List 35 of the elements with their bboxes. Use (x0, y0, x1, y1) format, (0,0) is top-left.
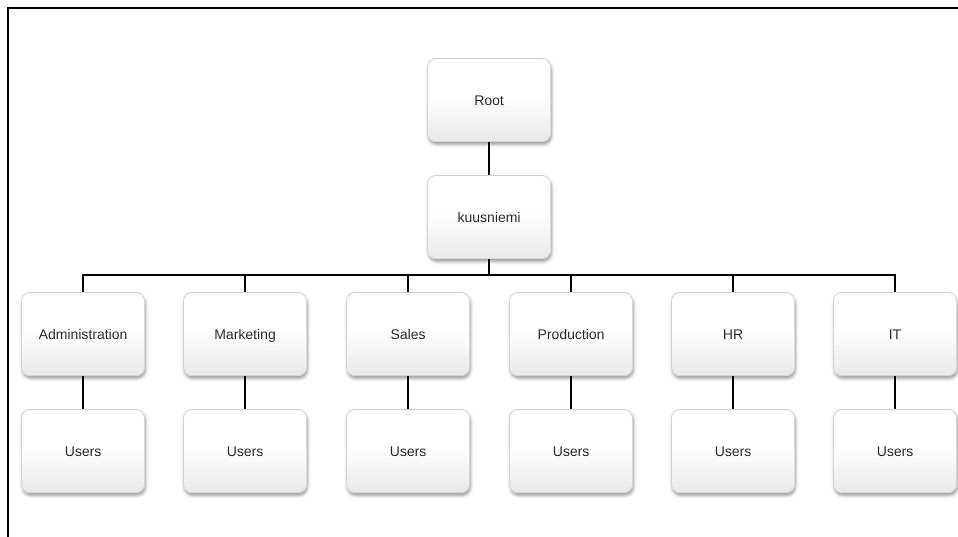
connector-line (82, 376, 84, 409)
box-label: Users (226, 443, 264, 459)
org-box (21, 409, 145, 493)
org-box (183, 292, 307, 376)
connector-line (488, 142, 490, 175)
org-box (21, 292, 145, 376)
org-box (427, 58, 551, 142)
org-box (671, 292, 795, 376)
box-label: Users (876, 443, 914, 459)
connector-line (407, 376, 409, 409)
box-label: Sales (390, 326, 426, 342)
connector-line (244, 376, 246, 409)
connector-line (732, 376, 734, 409)
box-label: Administration (38, 326, 128, 342)
connector-line (570, 376, 572, 409)
org-box (833, 292, 957, 376)
org-box (671, 409, 795, 493)
box-label: Root (474, 92, 504, 108)
org-box (833, 409, 957, 493)
box-label: Users (64, 443, 102, 459)
box-label: kuusniemi (457, 209, 521, 225)
org-box (346, 409, 470, 493)
box-label: Users (714, 443, 752, 459)
org-box (509, 292, 633, 376)
box-label: Production (538, 326, 604, 342)
box-label: Marketing (214, 326, 276, 342)
box-label: HR (722, 326, 744, 342)
box-label: Users (552, 443, 590, 459)
org-box (509, 409, 633, 493)
box-label: IT (888, 326, 902, 342)
org-box (427, 175, 551, 259)
box-label: Users (390, 443, 426, 459)
org-box (346, 292, 470, 376)
connector-line (894, 376, 896, 409)
org-box (183, 409, 307, 493)
